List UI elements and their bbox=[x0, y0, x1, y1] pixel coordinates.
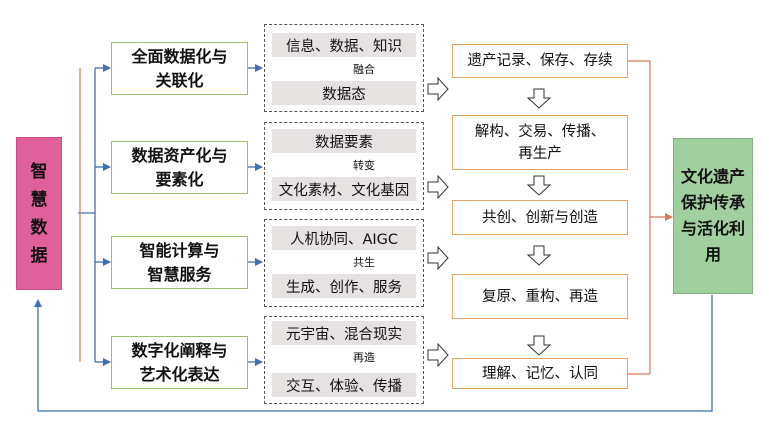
group-1-verb: 融合 bbox=[353, 63, 375, 76]
result-box-heritage: 文化遗产 保护传承 与活化利 用 bbox=[673, 138, 753, 294]
pillar-box-3: 智能计算与 智慧服务 bbox=[111, 236, 248, 289]
outcome-box-1: 遗产记录、保存、存续 bbox=[452, 44, 628, 78]
outcome-box-3: 共创、创新与创造 bbox=[452, 200, 628, 235]
group-1-input: 信息、数据、知识 bbox=[272, 33, 416, 57]
group-1-output: 数据态 bbox=[272, 81, 416, 105]
group-2-input: 数据要素 bbox=[272, 129, 416, 153]
source-char-2: 慧 bbox=[30, 189, 48, 210]
group-4-output: 交互、体验、传播 bbox=[272, 373, 416, 397]
source-char-3: 数 bbox=[30, 217, 48, 238]
group-to-outcome-arrows bbox=[427, 76, 449, 368]
pillar-box-2: 数据资产化与 要素化 bbox=[111, 141, 248, 194]
group-4-input: 元宇宙、混合现实 bbox=[272, 321, 416, 345]
outcome-box-4: 复原、重构、再造 bbox=[452, 274, 628, 319]
outcome-box-5: 理解、记忆、认同 bbox=[452, 358, 628, 389]
group-4-verb: 再造 bbox=[353, 351, 375, 364]
outcome-box-2: 解构、交易、传播、 再生产 bbox=[452, 115, 628, 170]
source-char-4: 据 bbox=[30, 245, 48, 266]
group-3-verb: 共生 bbox=[353, 256, 375, 269]
process-group-2: 数据要素 转变 文化素材、文化基因 bbox=[264, 122, 424, 210]
group-2-verb: 转变 bbox=[353, 159, 375, 172]
pillar-box-4: 数字化阐释与 艺术化表达 bbox=[111, 336, 248, 389]
source-char-1: 智 bbox=[30, 161, 48, 182]
outcome-to-result-lines bbox=[628, 60, 673, 375]
outcome-down-arrows bbox=[526, 88, 552, 356]
source-box-smart-data: 智 慧 数 据 bbox=[16, 137, 62, 290]
pillar-to-group-arrows bbox=[248, 64, 263, 366]
group-3-input: 人机协同、AIGC bbox=[272, 226, 416, 250]
group-3-output: 生成、创作、服务 bbox=[272, 274, 416, 298]
process-group-4: 元宇宙、混合现实 再造 交互、体验、传播 bbox=[264, 316, 424, 404]
pillar-box-1: 全面数据化与 关联化 bbox=[111, 42, 248, 95]
feedback-loop bbox=[34, 295, 713, 412]
process-group-3: 人机协同、AIGC 共生 生成、创作、服务 bbox=[264, 219, 424, 307]
group-2-output: 文化素材、文化基因 bbox=[272, 177, 416, 201]
process-group-1: 信息、数据、知识 融合 数据态 bbox=[264, 24, 424, 112]
left-branch-lines bbox=[78, 64, 111, 366]
